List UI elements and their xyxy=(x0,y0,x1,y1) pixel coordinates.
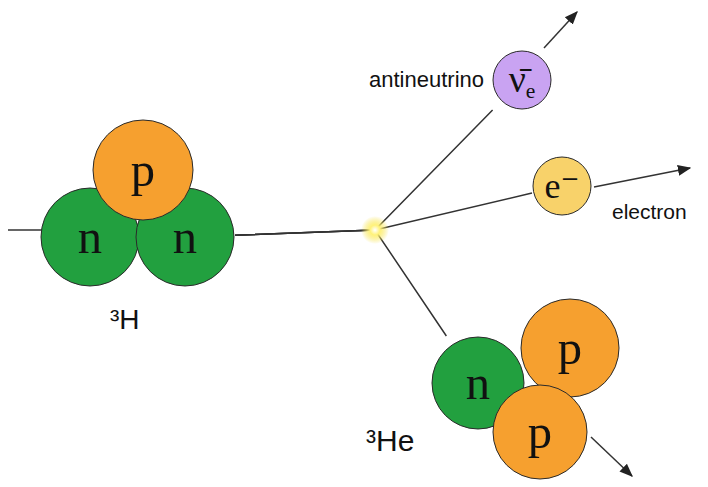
particle-symbol: n xyxy=(173,213,197,262)
particle-fill xyxy=(493,385,587,479)
decay-track xyxy=(235,110,493,235)
nucleus-label: ³He xyxy=(366,424,414,459)
track-arrow xyxy=(591,437,632,476)
particle-symbol: p xyxy=(131,146,155,195)
incoming-track xyxy=(8,229,42,231)
track-arrow xyxy=(594,168,690,187)
particle-label: antineutrino xyxy=(369,67,484,92)
particle-fill xyxy=(41,188,139,286)
particle-label: electron xyxy=(612,200,687,224)
nucleus-label: ³H xyxy=(110,304,140,336)
particle-fill xyxy=(521,299,619,397)
track-arrow xyxy=(544,12,577,48)
particle-fill xyxy=(136,188,234,286)
particle-symbol: p xyxy=(558,324,582,373)
decay-track xyxy=(235,230,446,336)
particle-fill xyxy=(93,120,193,220)
particle-circle: p xyxy=(492,384,588,480)
particle-fill xyxy=(493,51,551,109)
particle-circle: p xyxy=(92,119,194,221)
particle-fill xyxy=(533,157,591,215)
particle-circle: e⁻ xyxy=(532,156,592,216)
particle-symbol: p xyxy=(528,408,552,457)
particle-circle: p xyxy=(520,298,620,398)
particle-symbol: ν̄ xyxy=(509,61,526,99)
particle-symbol: e xyxy=(526,81,536,103)
decay-vertex xyxy=(361,216,389,244)
particle-symbol: e⁻ xyxy=(545,168,580,204)
particle-symbol: n xyxy=(466,359,490,408)
particle-symbol: n xyxy=(78,213,102,262)
particle-circle: ν̄e xyxy=(492,50,552,110)
